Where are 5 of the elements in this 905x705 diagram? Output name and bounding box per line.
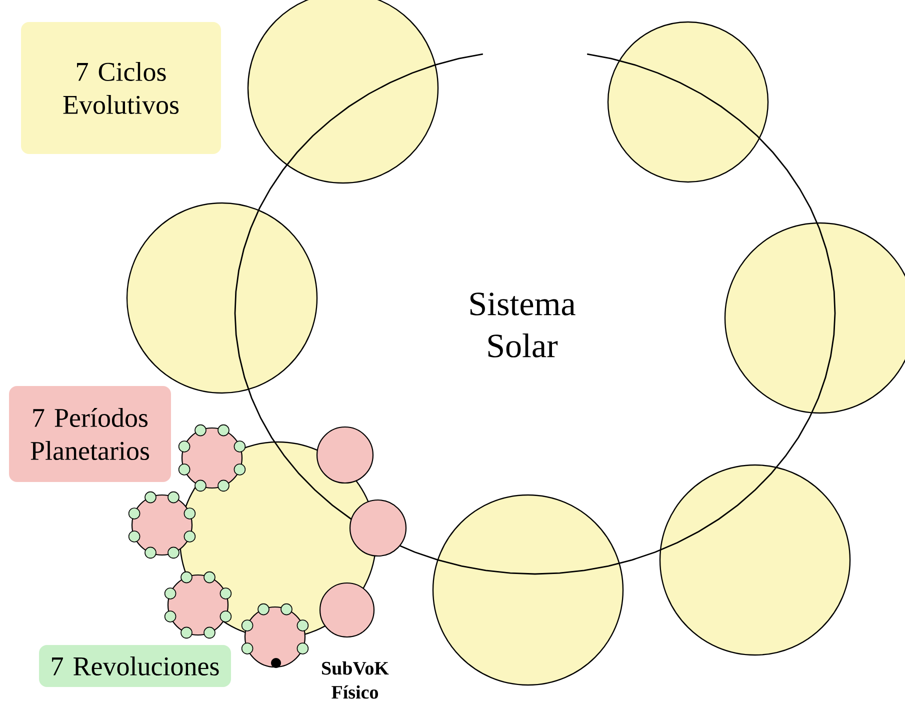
text-label: SubVoK Físico (322, 661, 389, 699)
label-box: 7 Ciclos Evolutivos (21, 22, 221, 154)
text-label: Sistema Solar (470, 292, 576, 358)
label-box: 7 Períodos Planetarios (9, 386, 171, 482)
label-box: 7 Revoluciones (39, 645, 231, 687)
